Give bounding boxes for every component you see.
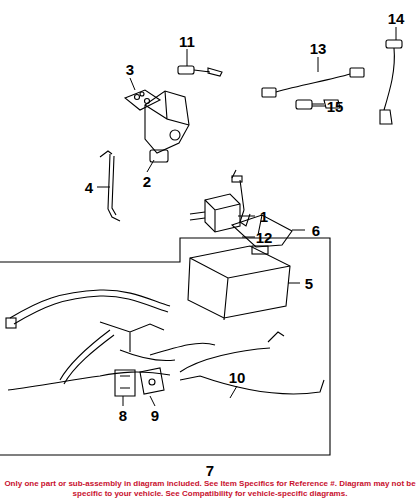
callout-number: 11	[179, 34, 195, 49]
callout-number: 9	[151, 408, 159, 423]
callout-number: 8	[119, 408, 127, 423]
callout-number: 13	[310, 41, 327, 56]
callout-number: 15	[327, 99, 344, 114]
callout-number: 4	[85, 180, 93, 195]
callout-number: 12	[256, 230, 273, 245]
callout-number: 3	[126, 62, 134, 77]
callout-number: 5	[305, 276, 313, 291]
callout-number: 6	[312, 223, 320, 238]
callout-number: 1	[260, 209, 268, 224]
disclaimer-note: Only one part or sub-assembly in diagram…	[4, 479, 416, 498]
callout-number: 14	[388, 11, 405, 26]
callout-number: 10	[229, 370, 246, 385]
callout-number: 2	[143, 174, 151, 189]
callout-number: 7	[206, 463, 214, 478]
